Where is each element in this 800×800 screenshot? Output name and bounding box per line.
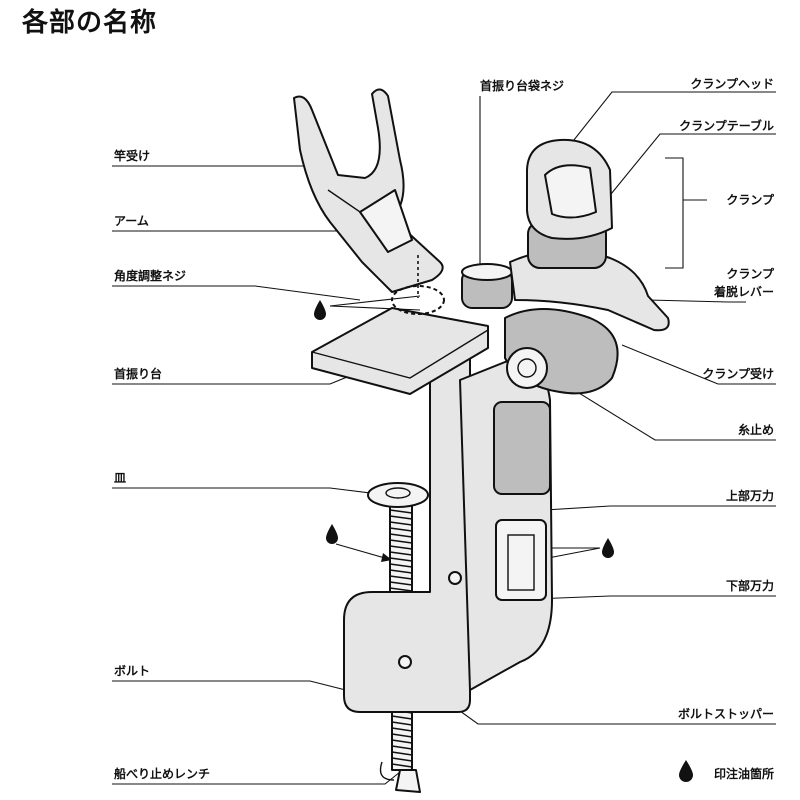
label-clamp-lever-2: 着脱レバー	[713, 284, 774, 299]
page-title: 各部の名称	[22, 8, 158, 38]
label-clamp-head: クランプヘッド	[690, 76, 774, 91]
label-rod-holder: 竿受け	[114, 148, 150, 163]
labels-left: 竿受け アーム 角度調整ネジ 首振り台 皿 ボルト 船べり止めレンチ	[114, 148, 210, 781]
bolt-thread	[389, 509, 413, 514]
label-lower-vise: 下部万力	[726, 578, 774, 593]
bolt-thread	[391, 745, 413, 750]
oil-marks	[314, 300, 693, 782]
bolt-thread	[391, 763, 413, 768]
bolt-thread	[391, 757, 413, 762]
bolt-thread	[389, 569, 413, 574]
upper-vise-shape	[493, 401, 551, 495]
plate-shape	[367, 482, 429, 508]
labels-right: 首振り台袋ネジ クランプヘッド クランプテーブル クランプ クランプ 着脱レバー…	[480, 76, 775, 781]
bolt-thread	[391, 721, 413, 726]
label-plate: 皿	[114, 471, 126, 485]
oil-drop-icon	[314, 300, 326, 320]
bolt-thread	[389, 563, 413, 568]
bolt-thread	[389, 587, 413, 592]
bolt-thread	[389, 539, 413, 544]
label-angle-screw: 角度調整ネジ	[114, 268, 186, 283]
bolt-thread	[389, 581, 413, 586]
bolt-thread	[391, 751, 413, 756]
bolt-thread	[389, 557, 413, 562]
line-stopper-shape	[506, 347, 548, 389]
rod-holder-drawing	[293, 88, 670, 793]
bolt-thread	[389, 521, 413, 526]
label-oil-legend: 印注油箇所	[714, 766, 774, 781]
bolt-thread	[389, 551, 413, 556]
leader-lines	[112, 91, 776, 785]
label-arm: アーム	[114, 214, 149, 228]
label-swivel-cap-screw: 首振り台袋ネジ	[480, 78, 564, 93]
rod-holder-shape	[293, 88, 444, 293]
bolt-thread	[389, 545, 413, 550]
label-line-stopper: 糸止め	[738, 422, 774, 437]
label-clamp-receiver: クランプ受け	[702, 366, 774, 381]
lower-vise-shape	[495, 519, 547, 601]
oil-drop-icon	[326, 524, 338, 544]
oil-drop-icon	[679, 760, 693, 782]
bolt-thread	[389, 575, 413, 580]
label-clamp: クランプ	[726, 192, 775, 207]
label-clamp-lever-1: クランプ	[726, 266, 775, 281]
label-clamp-table: クランプテーブル	[679, 118, 774, 133]
label-upper-vise: 上部万力	[726, 488, 774, 503]
label-bolt-stopper: ボルトストッパー	[678, 706, 774, 721]
bolt-thread	[391, 733, 413, 738]
oil-drop-icon	[602, 538, 614, 558]
bolt-thread	[391, 715, 413, 720]
bolt-thread	[389, 527, 413, 532]
label-gunwale-wrench: 船べり止めレンチ	[114, 766, 210, 781]
bolt-thread	[389, 533, 413, 538]
label-bolt: ボルト	[114, 663, 150, 678]
bolt-thread	[391, 727, 413, 732]
bolt-thread	[389, 515, 413, 520]
bolt-thread	[391, 739, 413, 744]
label-swivel-base: 首振り台	[114, 366, 162, 381]
